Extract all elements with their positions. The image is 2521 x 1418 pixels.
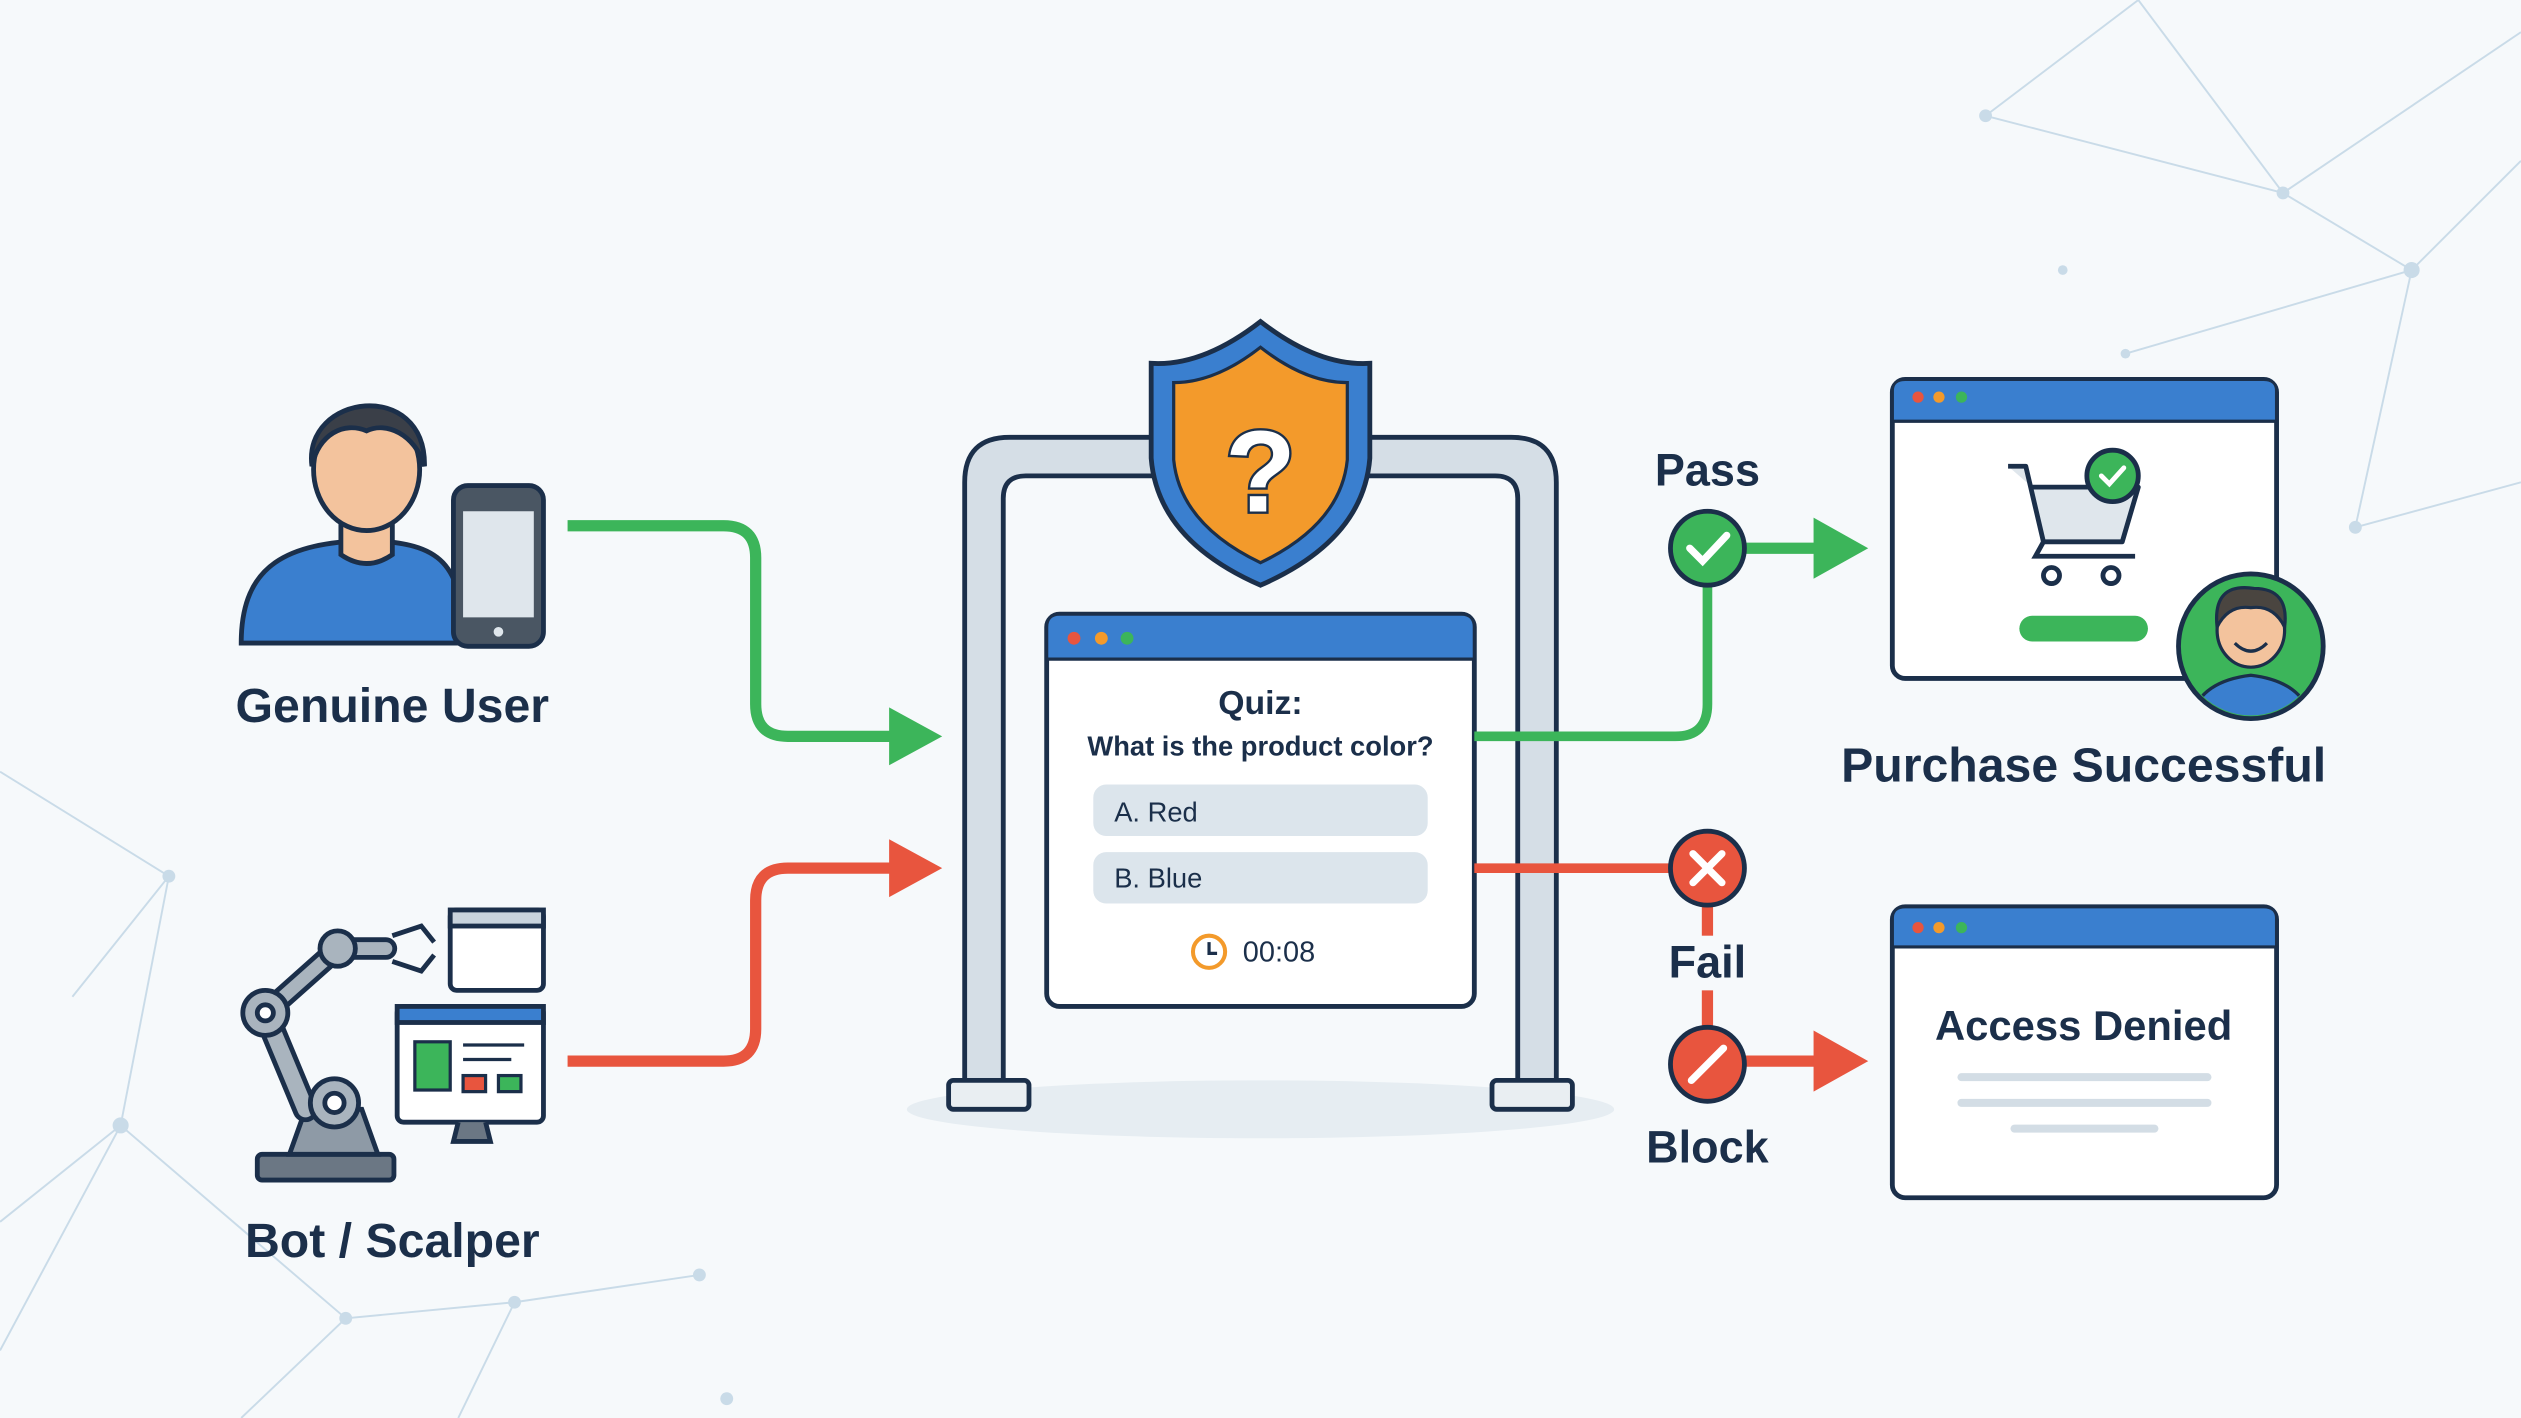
robot-arm-icon (240, 923, 437, 1183)
arrowhead (889, 707, 943, 766)
arrowhead (1813, 517, 1869, 579)
avatar-icon (2176, 571, 2326, 722)
monitor-icon (394, 907, 546, 1144)
user-icon (238, 403, 469, 646)
block-label: Block (1646, 1121, 1770, 1172)
quiz-title: Quiz: (1218, 684, 1302, 722)
pass-label: Pass (1655, 445, 1760, 496)
arrowhead (889, 839, 943, 898)
access-denied-window: Access Denied (1889, 904, 2279, 1201)
genuine-user-label: Genuine User (236, 679, 550, 733)
purchase-success-window: Purchase Successful (1841, 377, 2326, 792)
quiz-option-b[interactable]: B. Blue (1093, 852, 1428, 904)
quiz-timer: 00:08 (1243, 936, 1315, 968)
shield-question-icon: ? (1148, 318, 1373, 588)
bot-scalper: Bot / Scalper (240, 907, 546, 1268)
quiz-option-label: B. Blue (1114, 862, 1202, 893)
cart-icon (2008, 447, 2141, 587)
arrowhead (1813, 1030, 1869, 1092)
access-denied-title: Access Denied (1935, 1002, 2232, 1049)
pass-path (1474, 583, 1713, 742)
quiz-question: What is the product color? (1087, 731, 1433, 762)
shield-symbol: ? (1225, 406, 1296, 536)
success-bar (2019, 615, 2148, 642)
block-icon (1668, 1024, 1747, 1104)
fail-label: Fail (1669, 936, 1747, 987)
bot-arrow (567, 862, 894, 1067)
quiz-option-a[interactable]: A. Red (1093, 784, 1428, 837)
clock-icon (1190, 933, 1228, 970)
purchase-successful-label: Purchase Successful (1841, 738, 2326, 792)
genuine-user-arrow (567, 520, 894, 742)
bot-label: Bot / Scalper (245, 1214, 540, 1268)
quiz-option-label: A. Red (1114, 797, 1198, 828)
x-icon (1668, 828, 1747, 908)
genuine-user: Genuine User (236, 403, 550, 733)
quiz-window: Quiz: What is the product color? A. Red … (1044, 611, 1477, 1009)
check-icon (1668, 508, 1747, 588)
phone-icon (451, 483, 546, 649)
security-gate: ? (906, 318, 1615, 1139)
